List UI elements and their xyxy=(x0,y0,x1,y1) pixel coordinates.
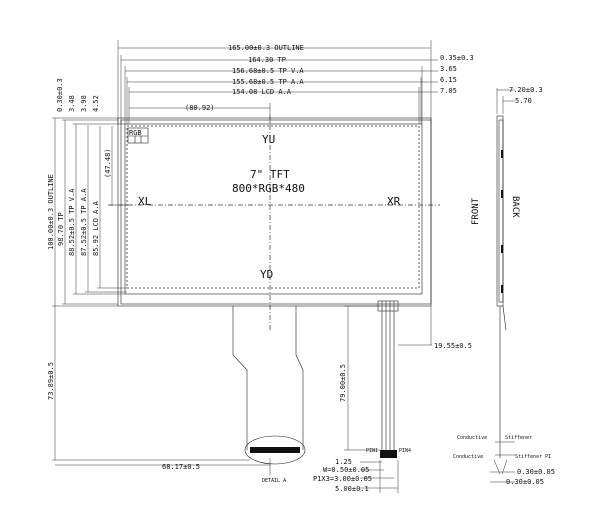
front-label: FRONT xyxy=(471,197,481,225)
va-border xyxy=(124,123,423,295)
dim-tp-height: 98.70 TP xyxy=(57,212,65,246)
dim-top-offset-3: 3.98 xyxy=(80,95,88,112)
back-label: BACK xyxy=(510,196,520,218)
dim-outline-width: 165.00±0.3 OUTLINE xyxy=(228,44,304,52)
left-dimension-lines xyxy=(52,117,250,461)
active-area xyxy=(126,125,420,289)
pin4-label: PIN4 xyxy=(399,448,411,454)
dim-top-offset-2: 3.48 xyxy=(68,95,76,112)
dim-conductive-thickness: 0.30±0.05 xyxy=(517,468,555,476)
tp-border xyxy=(120,119,432,305)
dim-pin-offset: 1.25 xyxy=(335,458,352,466)
dim-outline-height: 100.00±0.3 OUTLINE xyxy=(47,174,55,250)
yu-label: YU xyxy=(262,133,275,146)
stiffener-label-top: Stiffener xyxy=(505,435,532,441)
dim-tp-aa-width: 155.68±0.5 TP A.A xyxy=(232,78,304,86)
fpc-tail xyxy=(55,306,306,475)
conductive-label-top: Conductive xyxy=(457,435,487,441)
dim-tp-width: 164.30 TP xyxy=(248,56,286,64)
dim-tail-right: 19.55±0.5 xyxy=(434,342,472,350)
dim-center-offset: (80.92) xyxy=(185,104,215,112)
conductive-label-bottom: Conductive xyxy=(453,454,483,460)
yd-label: YD xyxy=(260,268,273,281)
panel-resolution-label: 800*RGB*480 xyxy=(232,182,305,195)
dim-tail-height: 79.00±0.5 xyxy=(339,364,347,402)
fpc-contact-pads xyxy=(250,447,300,453)
dim-stiffener-thickness: 0.30±0.05 xyxy=(506,478,544,486)
dim-module-thickness: 7.20±0.3 xyxy=(509,86,543,94)
dim-right-offset-3: 6.15 xyxy=(440,76,457,84)
dim-tp-va-height: 88.52±0.5 TP V.A xyxy=(68,188,76,256)
rgb-marker-box xyxy=(127,127,149,144)
dim-pin-pitch: P1X3=3.00±0.05 xyxy=(313,475,372,483)
dim-top-offset-1: 0.30±0.3 xyxy=(56,78,64,112)
dim-right-offset-2: 3.65 xyxy=(440,65,457,73)
dim-right-offset-4: 7.05 xyxy=(440,87,457,95)
xl-label: XL xyxy=(138,195,152,208)
detail-a-label: DETAIL A xyxy=(262,478,286,484)
dim-center-offset-vertical: (47.48) xyxy=(104,148,112,178)
dim-tp-va-width: 156.68±0.5 TP V.A xyxy=(232,67,304,75)
dim-tp-aa-height: 87.52±0.5 TP A.A xyxy=(80,188,88,256)
dim-right-offset-1: 0.35±0.3 xyxy=(440,54,474,62)
side-view xyxy=(490,88,515,483)
xr-label: XR xyxy=(387,195,401,208)
detail-a-circle xyxy=(244,435,306,465)
dim-lcd-aa-width: 154.08 LCD A.A xyxy=(232,88,292,96)
pin1-label: PIN1 xyxy=(366,448,378,454)
dim-top-offset-4: 4.52 xyxy=(92,95,100,112)
outline-border xyxy=(117,117,432,307)
dim-fpc-offset: 68.17±0.5 xyxy=(162,463,200,471)
dim-lcd-thickness: 5.70 xyxy=(515,97,532,105)
dim-connector-width: 5.00±0.1 xyxy=(335,485,369,493)
dim-lcd-aa-height: 85.92 LCD A.A xyxy=(92,200,100,256)
dim-pin-width: W=0.50±0.05 xyxy=(323,466,369,474)
dim-total-height: 73.89±0.5 xyxy=(47,362,55,400)
panel-size-label: 7" TFT xyxy=(250,168,290,181)
touch-fpc xyxy=(344,300,432,493)
rgb-label: RGB xyxy=(129,129,142,137)
stiffener-pi-label: Stiffener PI xyxy=(515,454,551,460)
